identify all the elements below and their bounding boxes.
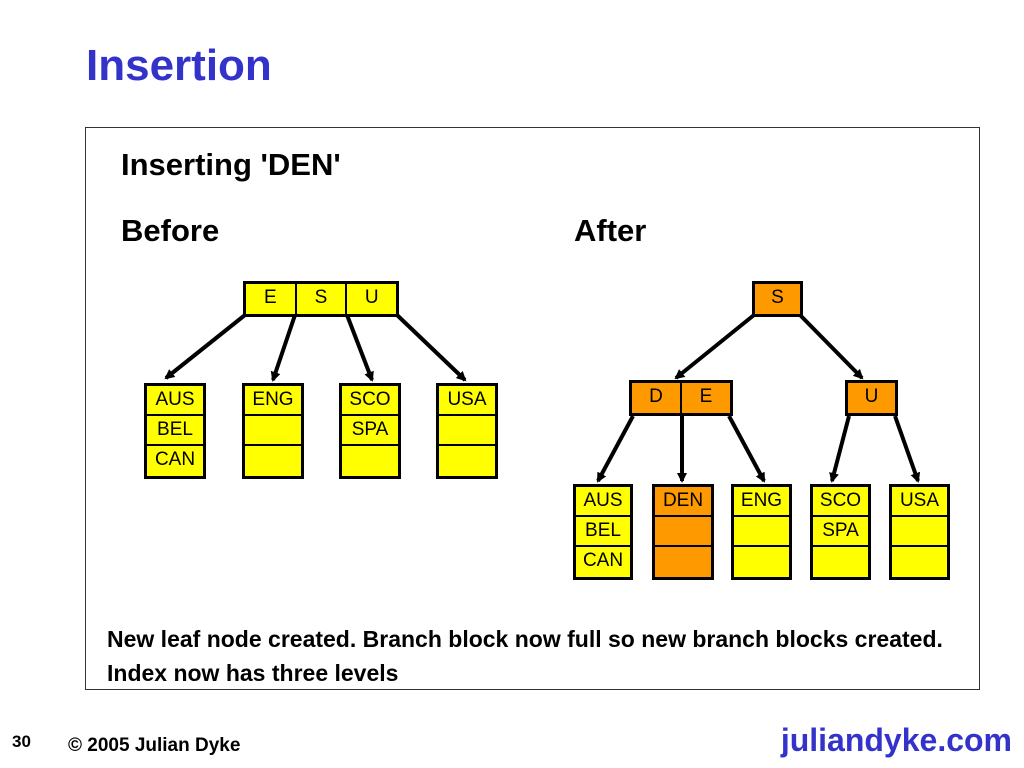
after-arrow-root-u — [798, 313, 864, 380]
before-leaf-eng: ENG — [242, 383, 304, 479]
panel-subtitle: Inserting 'DEN' — [121, 147, 341, 182]
leaf-entry: AUS — [147, 386, 203, 416]
after-label: After — [574, 213, 647, 248]
before-arrow-sco — [345, 314, 374, 382]
after-leaf-eng: ENG — [731, 484, 792, 580]
site-link[interactable]: juliandyke.com — [780, 722, 1012, 758]
node-key: S — [771, 287, 784, 308]
node-key: U — [364, 287, 379, 308]
before-leaf-aus: AUS BEL CAN — [144, 383, 206, 479]
leaf-entry — [245, 446, 301, 476]
leaf-entry — [439, 416, 495, 446]
leaf-entry — [734, 517, 789, 547]
leaf-entry: ENG — [734, 487, 789, 517]
after-arrow-root-de — [674, 313, 756, 380]
after-arrow-sco — [829, 415, 851, 483]
leaf-entry: BEL — [147, 416, 203, 446]
before-arrow-usa — [395, 313, 467, 382]
leaf-entry — [655, 547, 711, 577]
leaf-entry: ENG — [245, 386, 301, 416]
after-leaf-den: DEN — [652, 484, 714, 580]
leaf-entry: SPA — [342, 416, 398, 446]
leaf-entry — [892, 517, 947, 547]
node-key: E — [699, 386, 713, 407]
before-leaf-usa: USA — [436, 383, 498, 479]
leaf-entry — [342, 446, 398, 476]
leaf-entry — [813, 547, 868, 577]
after-branch-de: D E — [629, 380, 733, 416]
after-arrow-aus — [596, 415, 635, 483]
after-leaf-aus: AUS BEL CAN — [573, 484, 633, 580]
copyright-notice: © 2005 Julian Dyke — [68, 735, 241, 756]
leaf-entry: DEN — [655, 487, 711, 517]
diagram-panel — [85, 127, 980, 690]
leaf-entry — [734, 547, 789, 577]
after-leaf-sco: SCO SPA — [810, 484, 871, 580]
leaf-entry: BEL — [576, 517, 630, 547]
leaf-entry — [439, 446, 495, 476]
leaf-entry: SCO — [813, 487, 868, 517]
before-root-node: E S U — [243, 281, 399, 317]
slide-title: Insertion — [86, 41, 272, 90]
before-label: Before — [121, 213, 220, 248]
leaf-entry: SPA — [813, 517, 868, 547]
before-leaf-sco: SCO SPA — [339, 383, 401, 479]
leaf-entry: CAN — [582, 550, 624, 571]
leaf-entry — [245, 416, 301, 446]
after-branch-u: U — [845, 380, 898, 416]
after-arrow-eng — [727, 415, 766, 483]
node-key: U — [864, 386, 879, 407]
leaf-entry: USA — [439, 386, 495, 416]
node-key: D — [632, 383, 682, 413]
leaf-entry: CAN — [154, 449, 196, 470]
node-key: S — [297, 284, 348, 314]
leaf-entry: AUS — [576, 487, 630, 517]
after-leaf-usa: USA — [889, 484, 950, 580]
leaf-entry — [655, 517, 711, 547]
before-arrow-aus — [164, 313, 247, 380]
after-arrow-usa — [893, 415, 921, 483]
before-arrow-eng — [270, 314, 297, 382]
node-key: E — [246, 284, 297, 314]
leaf-entry: SCO — [342, 386, 398, 416]
panel-caption: New leaf node created. Branch block now … — [107, 626, 943, 686]
leaf-entry — [892, 547, 947, 577]
leaf-entry: USA — [892, 487, 947, 517]
page-number: 30 — [12, 732, 31, 751]
after-root-node: S — [752, 281, 803, 317]
